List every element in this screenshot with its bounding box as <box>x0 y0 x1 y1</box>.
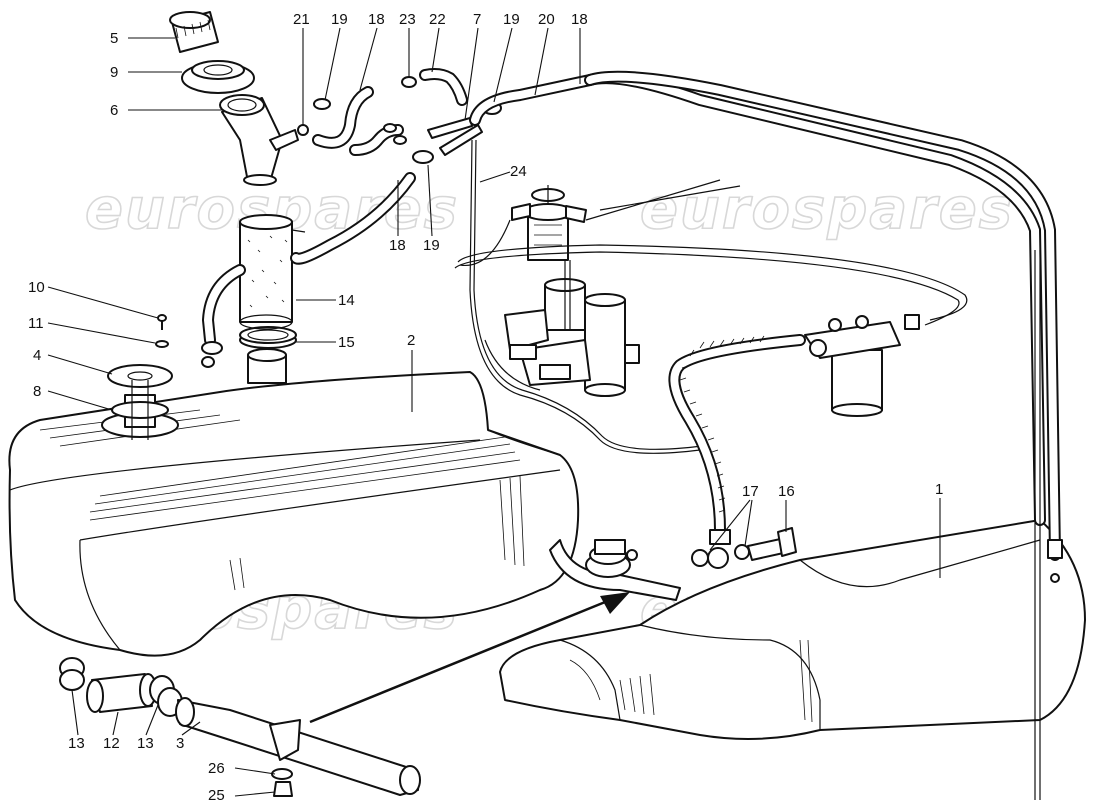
watermark-top-right: eurospares <box>640 177 1014 242</box>
callout-2: 2 <box>407 332 415 349</box>
callout-13-b: 13 <box>137 735 154 752</box>
callout-23: 23 <box>399 11 416 28</box>
filler-cap-body <box>219 94 299 186</box>
callout-17: 17 <box>742 483 759 500</box>
right-fuel-tank <box>499 519 1086 740</box>
fuel-pump-assembly <box>484 260 640 397</box>
crossover-pipe <box>549 539 681 601</box>
callout-11: 11 <box>28 315 44 332</box>
callout-18-a: 18 <box>368 11 385 28</box>
crossover-tube-parts <box>59 657 421 797</box>
callout-26: 26 <box>208 760 225 777</box>
callout-22: 22 <box>429 11 446 28</box>
vent-hose-lower <box>201 172 416 368</box>
fuel-line-24 <box>469 139 703 454</box>
callout-19-b: 19 <box>503 11 520 28</box>
callout-12: 12 <box>103 735 120 752</box>
fuel-filter <box>454 244 968 417</box>
banjo-fittings <box>691 527 797 569</box>
callout-13-a: 13 <box>68 735 85 752</box>
callout-6: 6 <box>110 102 118 119</box>
callout-19-a: 19 <box>331 11 348 28</box>
callout-3: 3 <box>176 735 184 752</box>
screw-and-washer <box>155 314 169 348</box>
callout-19-c: 19 <box>423 237 440 254</box>
callout-leader-lines <box>47 27 941 797</box>
callout-labels: 5 9 6 21 19 18 23 22 7 19 20 18 24 18 19… <box>28 11 943 800</box>
callout-4: 4 <box>33 347 41 364</box>
callout-9: 9 <box>110 64 118 81</box>
callout-1: 1 <box>935 481 943 498</box>
callout-7: 7 <box>473 11 481 28</box>
callout-18-b: 18 <box>571 11 588 28</box>
braided-fuel-hose <box>668 334 806 545</box>
callout-21: 21 <box>293 11 310 28</box>
callout-15: 15 <box>338 334 355 351</box>
clamp-ring <box>239 326 297 349</box>
callout-20: 20 <box>538 11 555 28</box>
assembly-arrow <box>309 592 630 724</box>
callout-10: 10 <box>28 279 45 296</box>
left-fuel-tank <box>8 371 580 657</box>
filler-cap <box>169 11 255 94</box>
long-vent-tube <box>469 70 1063 800</box>
callout-16: 16 <box>778 483 795 500</box>
callout-25: 25 <box>208 787 225 800</box>
tank-filler-neck <box>247 348 287 384</box>
callout-24: 24 <box>510 163 527 180</box>
callout-8: 8 <box>33 383 41 400</box>
callout-18-c: 18 <box>389 237 406 254</box>
small-clamps-and-fittings <box>297 68 502 164</box>
vent-hose-upper <box>312 86 404 156</box>
callout-14: 14 <box>338 292 355 309</box>
callout-5: 5 <box>110 30 118 47</box>
fuel-pump <box>459 179 741 267</box>
